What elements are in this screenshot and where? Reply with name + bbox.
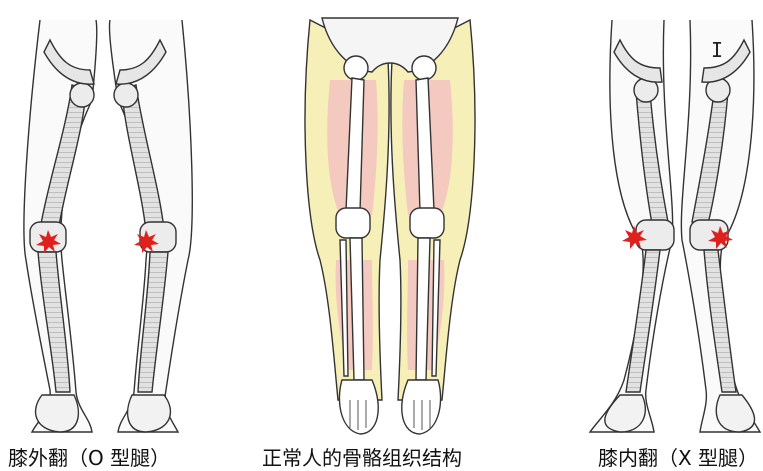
caption-bow-legs: 膝外翻（O 型腿） [8,442,170,471]
left-hip-socket [344,56,368,80]
left-knee-joint [636,220,674,250]
right-foot [716,395,754,432]
left-foot-bones [339,380,378,434]
knock-knees-diagram [590,20,760,432]
left-foot [36,395,79,432]
right-foot-bones [402,380,441,434]
right-hip-socket [412,56,436,80]
bow-legs-diagram [24,20,192,432]
left-femoral-head [70,83,94,107]
normal-skeleton-diagram [305,18,475,434]
text-cursor-icon: I [711,38,723,62]
left-knee [336,208,370,238]
right-foot [128,395,171,432]
caption-normal-skeleton: 正常人的骨骼组织结构 [262,442,462,471]
caption-knock-knees: 膝内翻（X 型腿） [598,442,758,471]
right-femoral-head [114,83,138,107]
right-knee [410,208,444,238]
